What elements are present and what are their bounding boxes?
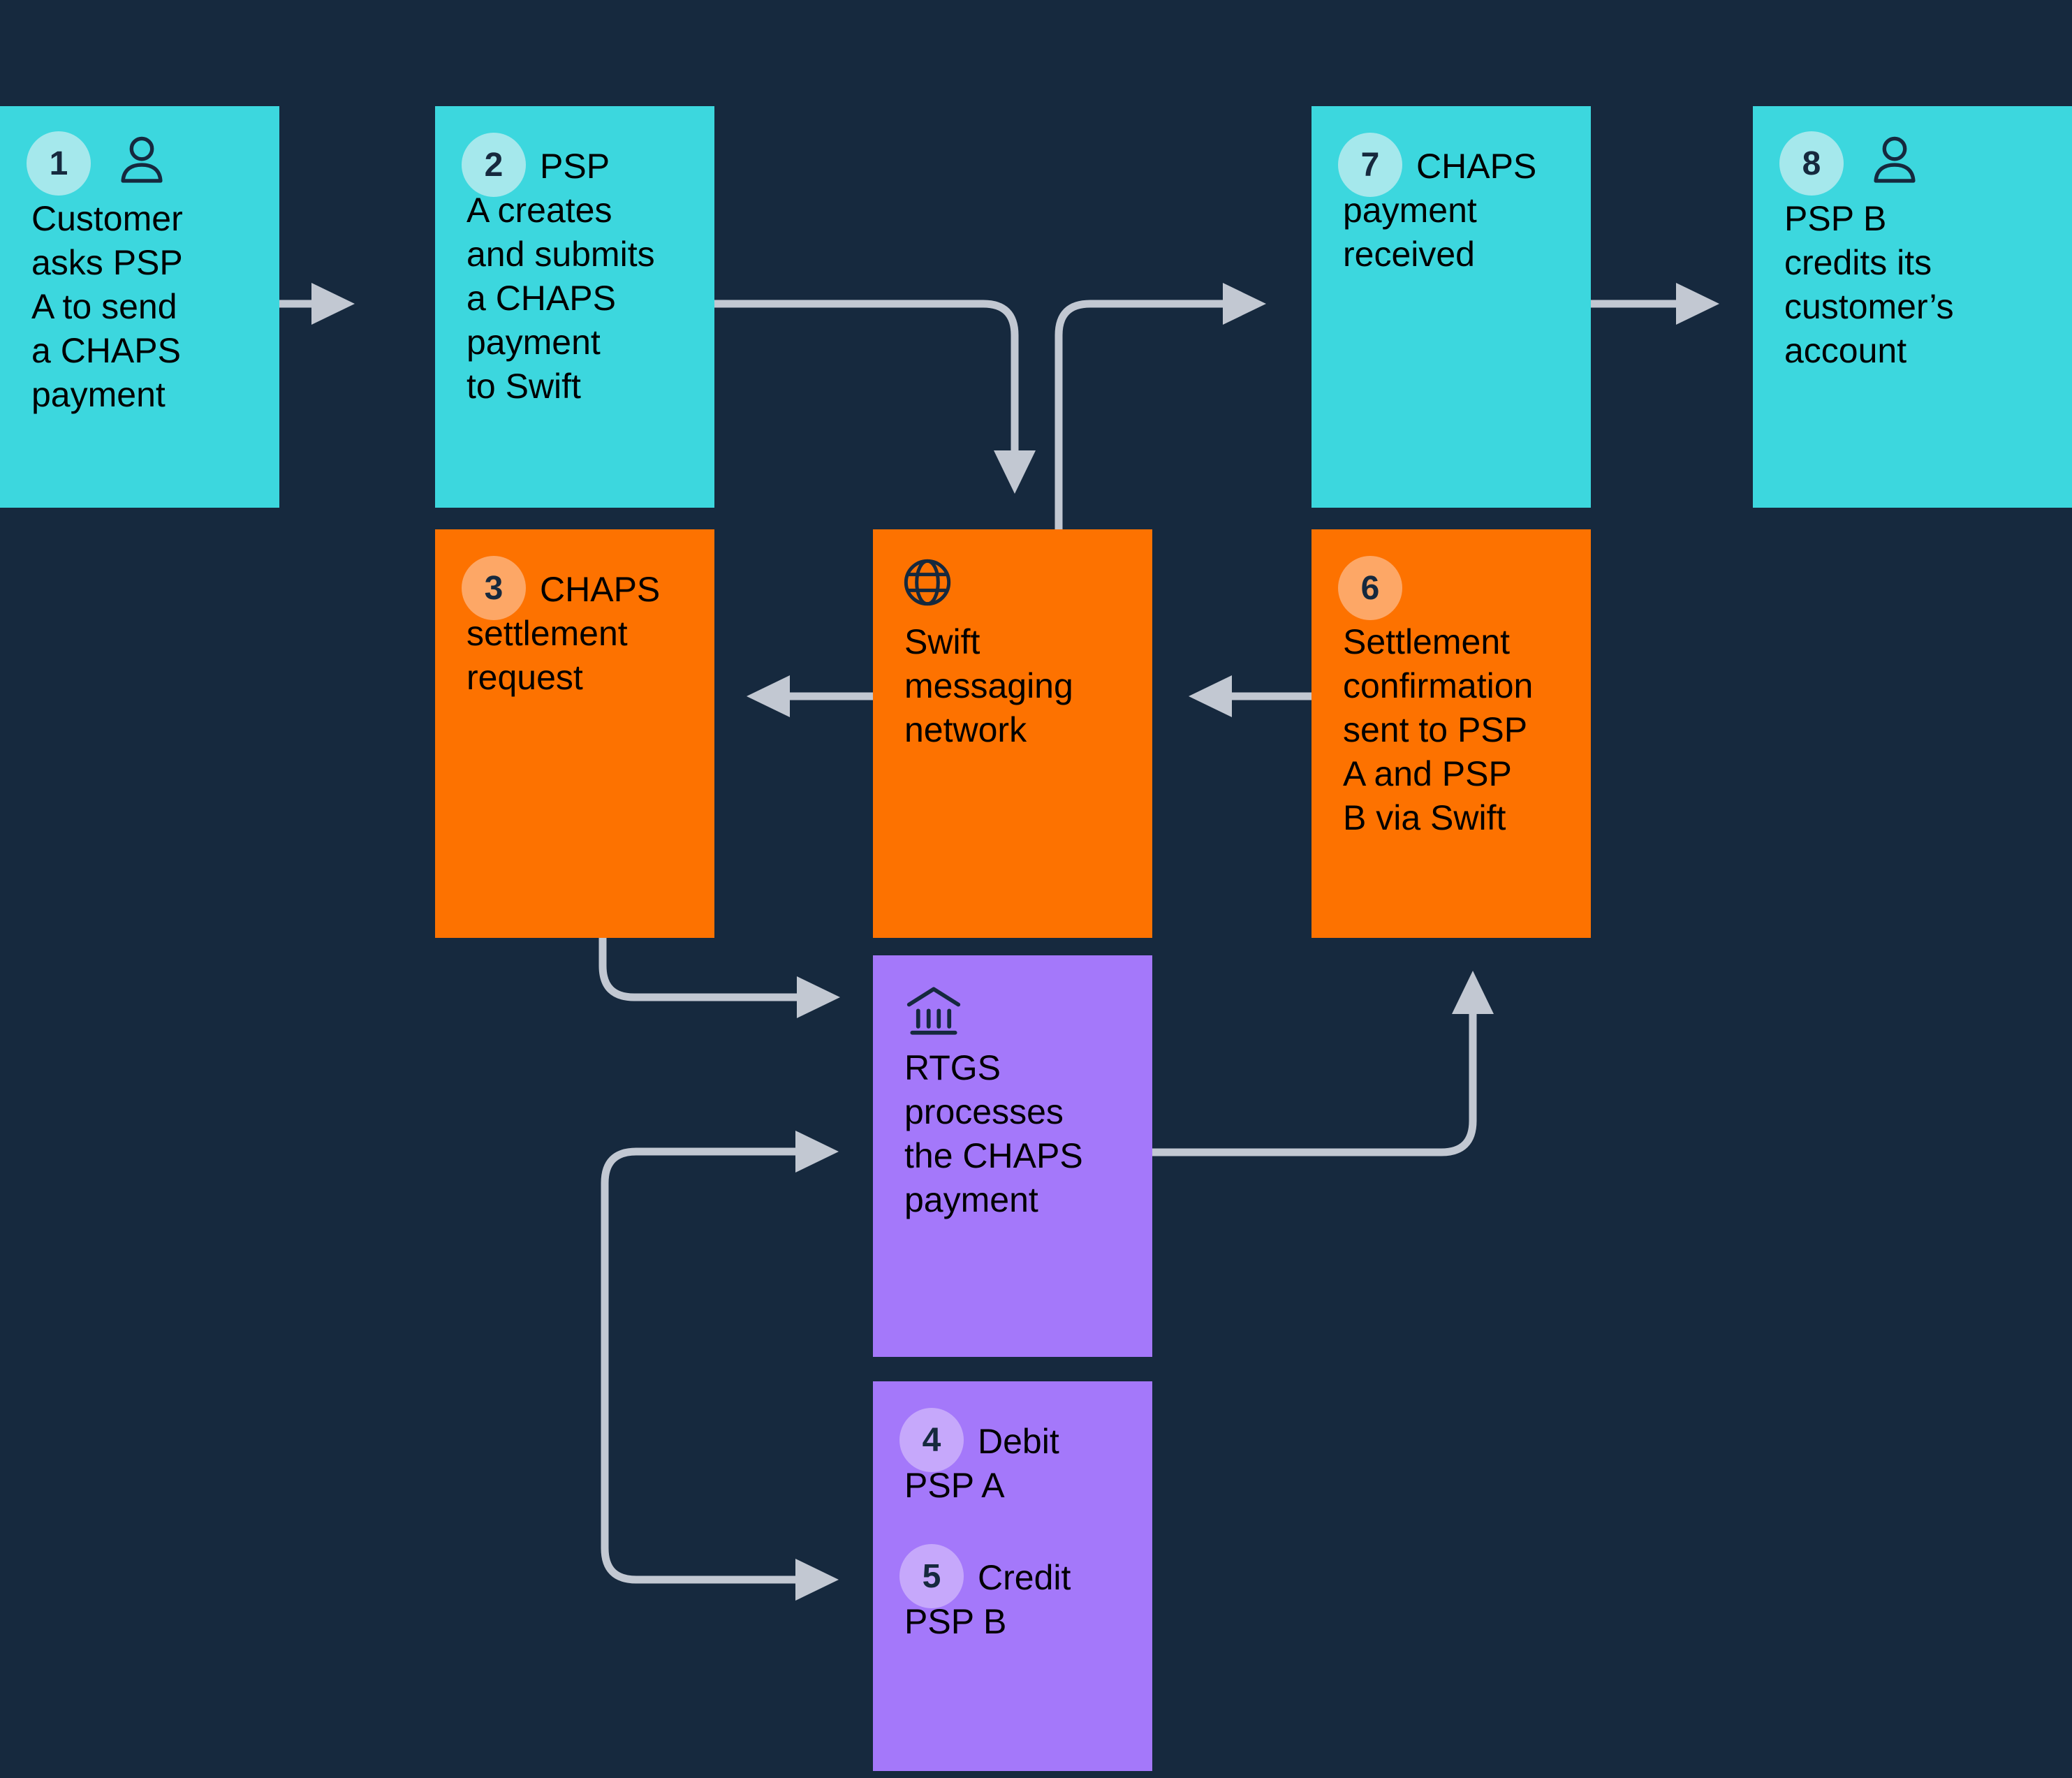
step8-label: PSP B credits its customer’s account xyxy=(1784,199,1954,370)
step4-label: Debit PSP A xyxy=(904,1422,1059,1505)
arrow-rtgs-up-to-step6 xyxy=(1152,971,1494,1156)
step4-entry: 4 Debit PSP A xyxy=(873,1381,1152,1508)
rtgs-label: RTGS processes the CHAPS payment xyxy=(904,1048,1083,1219)
step6-number-badge: 6 xyxy=(1338,556,1402,620)
step5-number-badge: 5 xyxy=(899,1544,964,1608)
step7-payment-received-box: 7 CHAPS payment received xyxy=(1311,106,1591,508)
step3-settlement-request-box: 3 CHAPS settlement request xyxy=(435,529,714,938)
step6-label: Settlement confirmation sent to PSP A an… xyxy=(1343,622,1534,837)
step3-number-badge: 3 xyxy=(462,556,526,620)
step1-customer-box: 1 Customer asks PSP A to send a CHAPS pa… xyxy=(0,106,279,508)
person-icon xyxy=(121,136,163,183)
arrow-swift-up-to-step7 xyxy=(1055,283,1266,529)
rtgs-processes-box: RTGS processes the CHAPS payment xyxy=(873,955,1152,1357)
step2-number-badge: 2 xyxy=(462,133,526,197)
step1-number-badge: 1 xyxy=(27,131,91,196)
arrow-step6-to-swift xyxy=(1189,675,1311,717)
arrow-swift-to-step3 xyxy=(747,675,873,717)
step8-number-badge: 8 xyxy=(1779,131,1844,196)
step8-header: 8 xyxy=(1779,131,1925,196)
arrow-step1-to-step2 xyxy=(279,283,355,325)
step3-label: CHAPS settlement request xyxy=(466,570,661,697)
step1-header: 1 xyxy=(27,131,172,196)
step8-psp-b-credits-box: 8 PSP B credits its customer’s account xyxy=(1753,106,2072,508)
arrow-step7-to-step8 xyxy=(1591,283,1719,325)
step6-settlement-confirmation-box: 6 Settlement confirmation sent to PSP A … xyxy=(1311,529,1591,938)
arrow-step3-to-rtgs xyxy=(598,938,840,1018)
globe-icon xyxy=(904,559,951,606)
bank-icon xyxy=(906,987,961,1035)
step7-number-badge: 7 xyxy=(1338,133,1402,197)
swift-network-box: Swift messaging network xyxy=(873,529,1152,938)
person-icon xyxy=(1874,136,1916,183)
step4-number-badge: 4 xyxy=(899,1408,964,1472)
swift-header xyxy=(899,554,955,610)
rtgs-header xyxy=(899,980,968,1045)
bracket-arrows-to-rtgs-and-debit-credit xyxy=(601,1131,839,1601)
swift-label: Swift messaging network xyxy=(904,622,1073,749)
step7-label: CHAPS payment received xyxy=(1343,147,1537,274)
step1-label: Customer asks PSP A to send a CHAPS paym… xyxy=(31,199,183,414)
step2-label: PSP A creates and submits a CHAPS paymen… xyxy=(466,147,655,406)
step5-entry: 5 Credit PSP B xyxy=(873,1518,1152,1644)
step5-label: Credit PSP B xyxy=(904,1558,1071,1641)
arrow-step2-down-to-swift xyxy=(714,300,1036,494)
debit-credit-box: 4 Debit PSP A 5 Credit PSP B xyxy=(873,1381,1152,1771)
step2-psp-a-submits-box: 2 PSP A creates and submits a CHAPS paym… xyxy=(435,106,714,508)
